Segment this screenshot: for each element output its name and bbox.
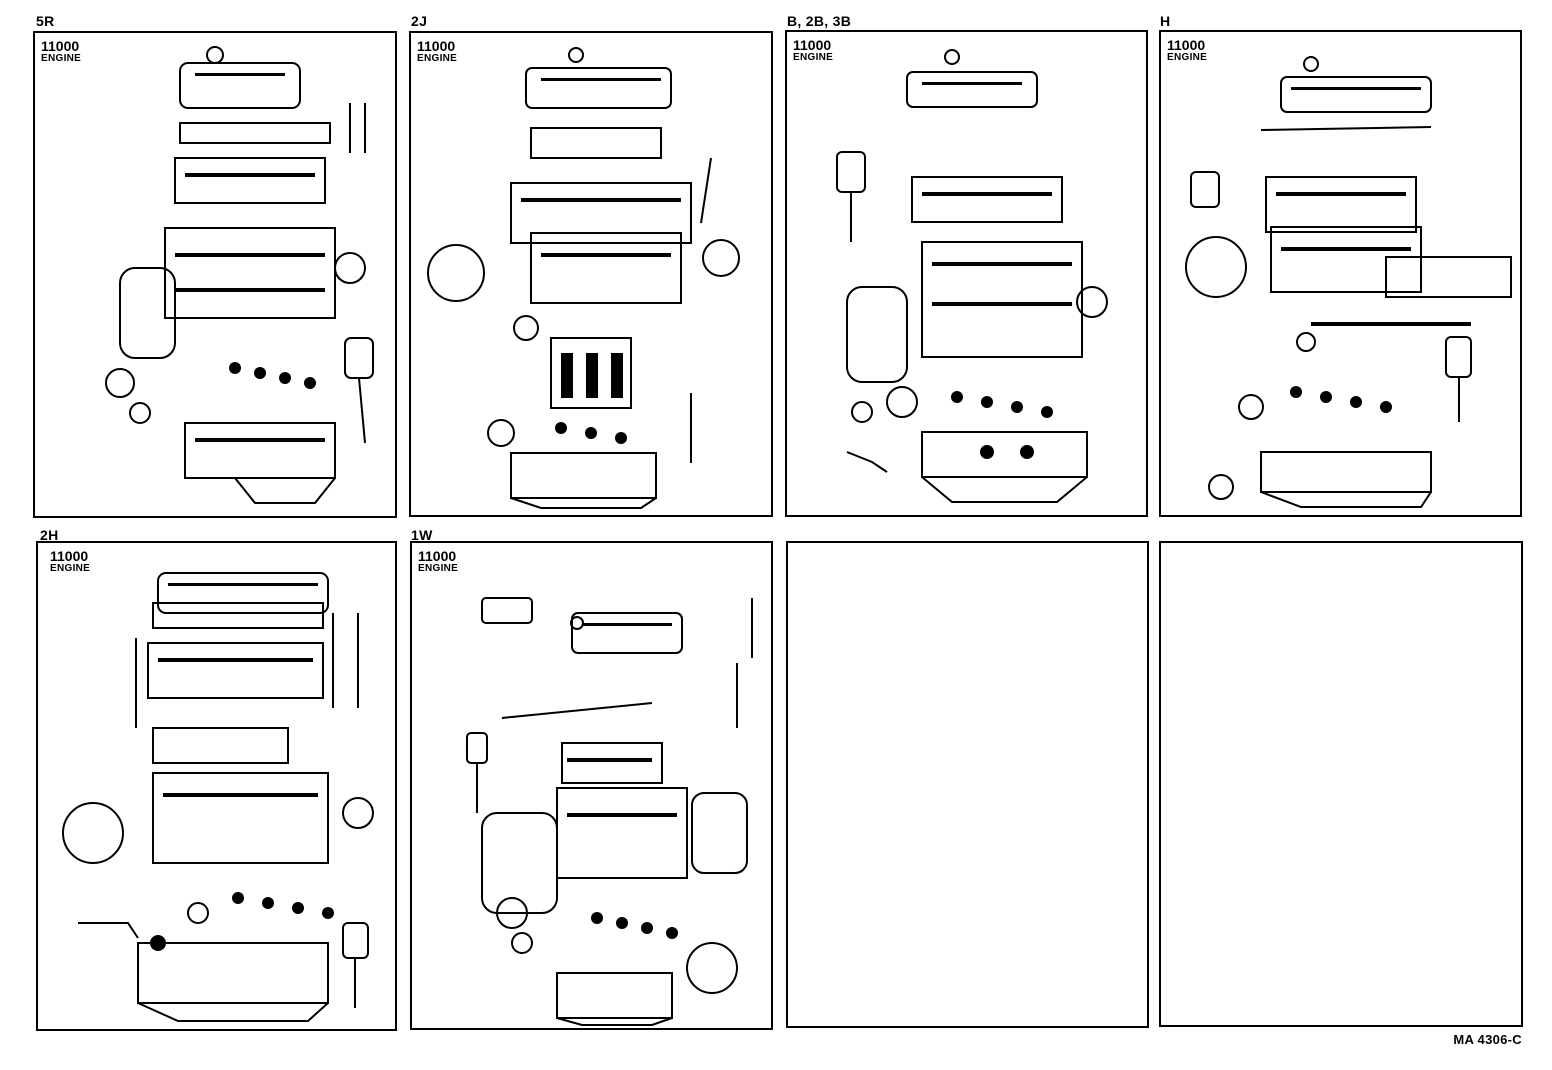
engine-panel-empty-1 bbox=[786, 541, 1149, 1028]
engine-exploded-diagram bbox=[427, 47, 740, 509]
part-label: ENGINE bbox=[50, 563, 91, 574]
part-code: 11000 bbox=[418, 548, 457, 564]
part-label: ENGINE bbox=[793, 52, 834, 63]
engine-exploded-diagram bbox=[62, 572, 374, 1022]
drawing-reference: MA 4306-C bbox=[1453, 1032, 1522, 1047]
panel-title-h: H bbox=[1160, 13, 1171, 29]
engine-exploded-diagram bbox=[836, 49, 1108, 503]
part-label: ENGINE bbox=[1167, 52, 1208, 63]
engine-panel-b-2b-3b: 11000 ENGINE bbox=[785, 30, 1148, 517]
part-code: 11000 bbox=[50, 548, 89, 564]
panel-title-5r: 5R bbox=[36, 13, 55, 29]
panel-title-1w: 1W bbox=[411, 527, 433, 543]
engine-exploded-diagram bbox=[466, 597, 753, 1026]
part-label: ENGINE bbox=[417, 53, 458, 64]
engine-exploded-diagram bbox=[105, 46, 374, 504]
engine-panel-5r: 11000 ENGINE bbox=[33, 31, 397, 518]
engine-panel-1w: 11000 ENGINE bbox=[410, 541, 773, 1030]
engine-exploded-diagram bbox=[1185, 56, 1512, 508]
engine-panel-empty-2 bbox=[1159, 541, 1523, 1027]
engine-panel-h: 11000 ENGINE bbox=[1159, 30, 1522, 517]
part-code: 11000 bbox=[417, 38, 456, 54]
panel-title-b-2b-3b: B, 2B, 3B bbox=[787, 13, 852, 29]
part-label: ENGINE bbox=[418, 563, 459, 574]
engine-panel-2h: 11000 ENGINE bbox=[36, 541, 397, 1031]
part-code: 11000 bbox=[1167, 37, 1206, 53]
panel-title-2h: 2H bbox=[40, 527, 59, 543]
part-label: ENGINE bbox=[41, 53, 82, 64]
engine-panel-2j: 11000 ENGINE bbox=[409, 31, 773, 517]
part-code: 11000 bbox=[793, 37, 832, 53]
panel-title-2j: 2J bbox=[411, 13, 428, 29]
part-code: 11000 bbox=[41, 38, 80, 54]
